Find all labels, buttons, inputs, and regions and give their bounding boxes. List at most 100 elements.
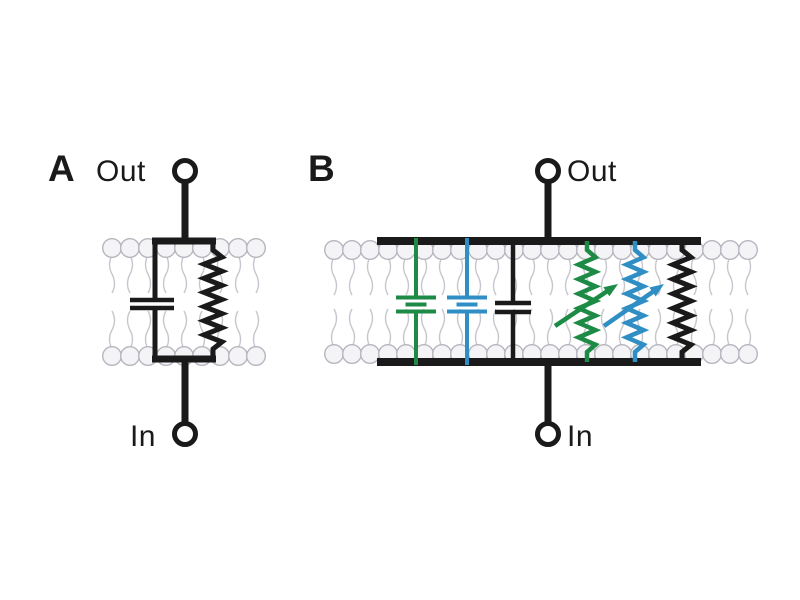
resistor bbox=[197, 241, 229, 359]
lipid-tail bbox=[708, 308, 716, 348]
panel-b-in-label: In bbox=[567, 420, 593, 453]
panel-a-in-terminal bbox=[172, 421, 198, 447]
lipid-tail bbox=[234, 254, 242, 294]
variable-resistor-green-arrow bbox=[553, 284, 618, 328]
lipid-head bbox=[738, 344, 759, 365]
panel-a-circuit bbox=[130, 158, 229, 447]
lipid-tail bbox=[126, 310, 134, 350]
lipid-tail bbox=[456, 308, 464, 348]
lipid-tail bbox=[348, 256, 356, 296]
lipid-head bbox=[227, 237, 248, 258]
lipid-head bbox=[245, 346, 266, 367]
capacitor bbox=[130, 238, 174, 361]
lipid-tail bbox=[744, 308, 752, 348]
panel-a-out-terminal bbox=[172, 158, 198, 184]
lipid-tail bbox=[384, 256, 392, 296]
lipid-head bbox=[342, 344, 363, 365]
panel-b-circuit bbox=[377, 158, 701, 447]
lipid-head bbox=[702, 239, 723, 260]
lipid-tail bbox=[234, 310, 242, 350]
resistor bbox=[666, 241, 698, 362]
lipid-tail bbox=[546, 308, 554, 348]
lipid-tail bbox=[366, 308, 374, 348]
lipid-tail bbox=[654, 308, 662, 348]
lipid-tail bbox=[474, 256, 482, 296]
lipid-tail bbox=[198, 310, 206, 350]
panel-b-label: B bbox=[308, 148, 335, 189]
lipid-tail bbox=[348, 308, 356, 348]
lipid-tail bbox=[690, 308, 698, 348]
panel-a-lipid-bilayer bbox=[101, 237, 266, 367]
lipid-tail bbox=[438, 308, 446, 348]
lipid-tail bbox=[564, 256, 572, 296]
lipid-tail bbox=[198, 254, 206, 294]
variable-resistor-blue-arrow-shaft bbox=[602, 289, 656, 328]
lipid-tail bbox=[252, 310, 260, 350]
lipid-tail bbox=[492, 256, 500, 296]
lipid-head bbox=[324, 239, 345, 260]
variable-resistor-green-arrow-head bbox=[603, 284, 618, 297]
panel-b-out-label: Out bbox=[567, 155, 617, 188]
panel-a: A Out In bbox=[48, 148, 266, 453]
lipid-tail bbox=[108, 254, 116, 294]
lipid-tail bbox=[402, 308, 410, 348]
panel-a-in-label: In bbox=[130, 420, 156, 453]
variable-resistor-green bbox=[553, 241, 618, 362]
lipid-tail bbox=[726, 256, 734, 296]
battery-green bbox=[396, 238, 436, 365]
capacitor bbox=[495, 238, 531, 365]
lipid-tail bbox=[402, 256, 410, 296]
battery-blue bbox=[447, 238, 487, 365]
lipid-tail bbox=[384, 308, 392, 348]
panel-b-out-terminal bbox=[535, 158, 561, 184]
lipid-head bbox=[227, 346, 248, 367]
lipid-heads bbox=[324, 239, 759, 365]
lipid-head bbox=[101, 346, 122, 367]
lipid-tail bbox=[252, 254, 260, 294]
lipid-tail bbox=[690, 256, 698, 296]
lipid-tail bbox=[618, 256, 626, 296]
variable-resistor-green-arrow-shaft bbox=[553, 288, 610, 328]
lipid-tail bbox=[420, 308, 428, 348]
lipid-tail bbox=[180, 310, 188, 350]
lipid-head bbox=[342, 239, 363, 260]
lipid-tail bbox=[564, 308, 572, 348]
lipid-head bbox=[720, 239, 741, 260]
lipid-head bbox=[702, 344, 723, 365]
lipid-head bbox=[738, 239, 759, 260]
lipid-head bbox=[245, 237, 266, 258]
lipid-tail bbox=[366, 256, 374, 296]
lipid-head bbox=[119, 237, 140, 258]
lipid-tail bbox=[330, 256, 338, 296]
lipid-head bbox=[119, 346, 140, 367]
lipid-tail bbox=[144, 254, 152, 294]
lipid-tail bbox=[420, 256, 428, 296]
lipid-tail bbox=[744, 256, 752, 296]
variable-resistor-blue bbox=[602, 241, 664, 362]
variable-resistor-blue-arrow-head bbox=[649, 284, 664, 297]
variable-resistor-blue-arrow bbox=[602, 284, 664, 328]
lipid-tail bbox=[708, 256, 716, 296]
lipid-tail bbox=[162, 254, 170, 294]
panel-b-lipid-bilayer bbox=[324, 239, 759, 365]
lipid-head bbox=[720, 344, 741, 365]
lipid-tail bbox=[438, 256, 446, 296]
lipid-tail bbox=[726, 308, 734, 348]
lipid-head bbox=[360, 344, 381, 365]
lipid-head bbox=[324, 344, 345, 365]
lipid-tail bbox=[330, 308, 338, 348]
lipid-tail bbox=[528, 256, 536, 296]
lipid-tail bbox=[144, 310, 152, 350]
lipid-tail bbox=[600, 256, 608, 296]
lipid-tail bbox=[126, 254, 134, 294]
lipid-head bbox=[101, 237, 122, 258]
lipid-tail bbox=[528, 308, 536, 348]
panel-b: B Out In bbox=[308, 148, 759, 453]
lipid-tail bbox=[492, 308, 500, 348]
panel-b-in-terminal bbox=[535, 421, 561, 447]
panel-a-label: A bbox=[48, 148, 75, 189]
lipid-head bbox=[360, 239, 381, 260]
lipid-tail bbox=[474, 308, 482, 348]
